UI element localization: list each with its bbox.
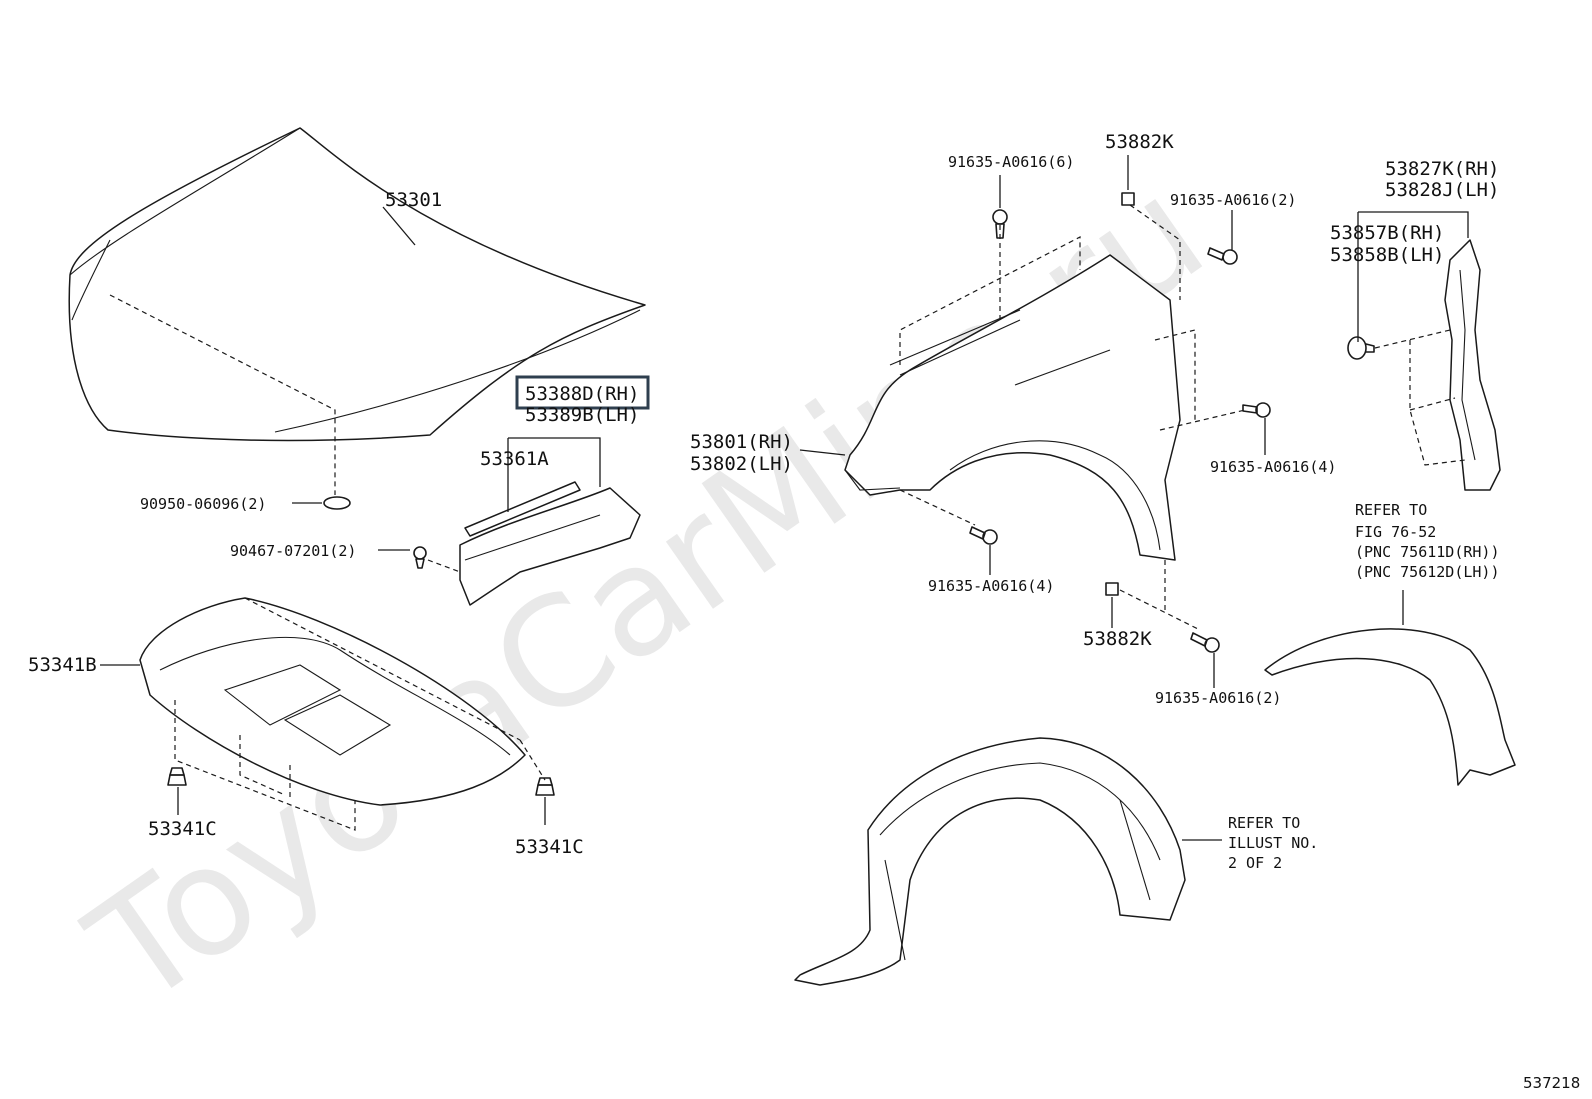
liner-ref-line-1: REFER TO — [1228, 814, 1300, 832]
hood-clip[interactable] — [413, 546, 427, 569]
insulator-clip-right[interactable] — [535, 777, 555, 796]
label-protector-rh: 53827K(RH) — [1385, 158, 1499, 180]
flare-ref-line-1: REFER TO — [1355, 501, 1427, 519]
insulator-clip-left[interactable] — [167, 767, 187, 786]
liner-ref-line-2: ILLUST NO. — [1228, 834, 1318, 852]
hood-seal-rubber[interactable] — [459, 487, 641, 606]
flare-ref-line-2: FIG 76-52 — [1355, 523, 1436, 541]
seal-strip[interactable] — [464, 481, 581, 537]
fender-bolt-side[interactable] — [1242, 402, 1271, 418]
label-hood: 53301 — [385, 189, 442, 211]
label-fender-bolt-bottom: 91635-A0616(4) — [928, 577, 1054, 595]
label-fender-bolt-lower-right: 91635-A0616(2) — [1155, 689, 1281, 707]
label-fender-nut-bottom: 53882K — [1083, 628, 1152, 650]
highlight-box — [515, 375, 650, 410]
fender-bolt-top-right[interactable] — [1207, 247, 1238, 265]
liner-reference-note: REFER TO ILLUST NO. 2 OF 2 — [1228, 814, 1318, 872]
fender-nut-bottom[interactable] — [1105, 582, 1119, 596]
label-fender-nut-top: 53882K — [1105, 131, 1174, 153]
fender-liner[interactable] — [794, 737, 1186, 986]
label-insulator-clip-right: 53341C — [515, 836, 584, 858]
label-fender-bolt-top-right: 91635-A0616(2) — [1170, 191, 1296, 209]
label-fender-lh: 53802(LH) — [690, 453, 793, 475]
label-hood-seal-lh: 53389B(LH) — [525, 404, 639, 426]
wheel-arch-flare[interactable] — [1264, 628, 1516, 786]
label-fender-bolt-top: 91635-A0616(6) — [948, 153, 1074, 171]
flare-ref-line-4: (PNC 75612D(LH)) — [1355, 563, 1500, 581]
label-seal-lh: 53858B(LH) — [1330, 244, 1444, 266]
fender-nut-top[interactable] — [1121, 192, 1135, 206]
flare-reference-note: REFER TO FIG 76-52 (PNC 75611D(RH)) (PNC… — [1355, 501, 1500, 581]
label-seal-rh: 53857B(RH) — [1330, 222, 1444, 244]
label-insulator: 53341B — [28, 654, 97, 676]
label-hood-seal-rh: 53388D(RH) — [525, 383, 639, 405]
hood-panel[interactable] — [68, 127, 646, 442]
liner-ref-line-3: 2 OF 2 — [1228, 854, 1282, 872]
flare-ref-line-3: (PNC 75611D(RH)) — [1355, 543, 1500, 561]
illustration-id: 537218 — [1523, 1074, 1580, 1092]
label-fender-rh: 53801(RH) — [690, 431, 793, 453]
protector-seal-clip[interactable] — [1347, 336, 1375, 360]
label-insulator-clip-left: 53341C — [148, 818, 217, 840]
label-fender-bolt-side: 91635-A0616(4) — [1210, 458, 1336, 476]
fender-bolt-bottom[interactable] — [969, 526, 998, 545]
front-fender[interactable] — [844, 254, 1181, 561]
fender-bolt-lower-right[interactable] — [1190, 632, 1220, 653]
hood-plug[interactable] — [323, 496, 351, 510]
hood-insulator[interactable] — [139, 597, 526, 806]
label-hood-clip: 90467-07201(2) — [230, 542, 356, 560]
fender-bolt-top[interactable] — [992, 209, 1008, 239]
label-protector-lh: 53828J(LH) — [1385, 179, 1499, 201]
fender-protector[interactable] — [1444, 239, 1501, 491]
label-hood-plug: 90950-06096(2) — [140, 495, 266, 513]
label-seal-strip: 53361A — [480, 448, 549, 470]
